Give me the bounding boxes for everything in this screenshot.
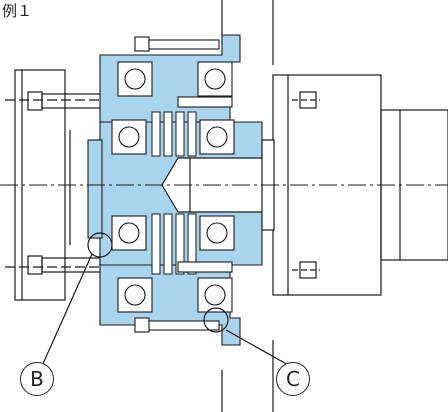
internal-rollers — [151, 111, 197, 275]
bearings — [111, 61, 235, 313]
leader-b — [41, 253, 93, 367]
figure-title: 例１ — [2, 2, 33, 20]
callout-c: C — [276, 362, 310, 396]
callout-b: B — [20, 362, 54, 396]
callout-b-label: B — [30, 367, 44, 391]
detail-mark-b — [87, 232, 113, 258]
callout-c-label: C — [286, 367, 300, 391]
flange-bolts — [134, 36, 233, 333]
detail-mark-c — [203, 307, 229, 333]
leader-c — [225, 329, 291, 367]
